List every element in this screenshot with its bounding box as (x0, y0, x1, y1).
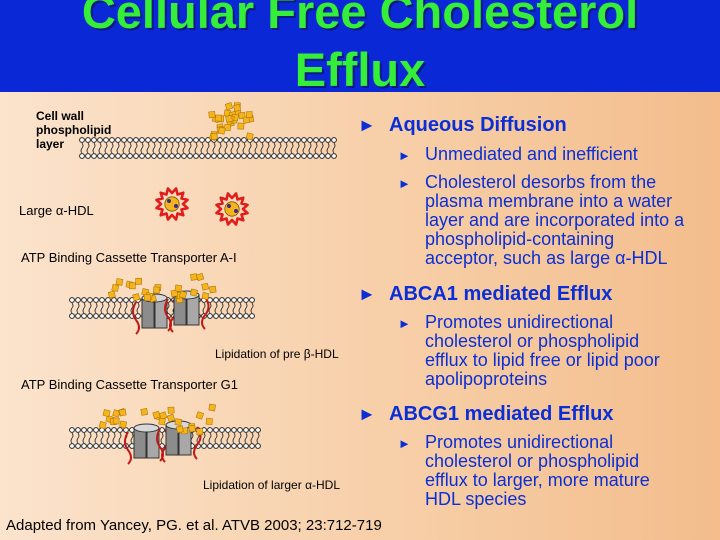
large-hdl-label: Large α-HDL (19, 203, 94, 218)
section-bullet-arrow-icon: ► (358, 404, 376, 424)
pre-beta-hdl-label: Lipidation of pre β-HDL (215, 347, 339, 361)
aqueous-bullet-2-line-1: Cholesterol desorbs from the (425, 172, 657, 192)
slide-title-line-2: Efflux (294, 43, 426, 96)
aqueous-bullet-2: Cholesterol desorbs from the plasma memb… (425, 173, 684, 268)
larger-hdl-label: Lipidation of larger α-HDL (203, 478, 341, 492)
abcg1-transporter-left (124, 423, 170, 465)
aqueous-bullet-2-line-4: phospholipid-containing (425, 229, 615, 249)
abcg1-bullet-1-line-4: HDL species (425, 489, 527, 509)
title-banner (0, 0, 720, 92)
bullet-arrow-icon: ► (398, 316, 411, 331)
cell-wall-label-line-2: phospholipid (36, 123, 112, 137)
cell-wall-label-line-1: Cell wall (36, 109, 85, 123)
abcg1-heading: ABCG1 mediated Efflux (389, 403, 614, 425)
reference-citation: Adapted from Yancey, PG. et al. ATVB 200… (6, 517, 382, 534)
abca1-heading: ABCA1 mediated Efflux (389, 283, 613, 305)
abcg1-bullet-1: Promotes unidirectional cholesterol or p… (425, 433, 650, 509)
aqueous-bullet-2-line-2: plasma membrane into a water (425, 191, 673, 211)
aqueous-bullet-1: Unmediated and inefficient (425, 145, 638, 164)
abcg1-bullet-1-line-3: efflux to larger, more mature (425, 470, 650, 490)
aqueous-diffusion-heading: Aqueous Diffusion (389, 114, 567, 136)
cholesterol-cluster-abca1 (107, 272, 217, 304)
abca1-bullet-1-line-4: apolipoproteins (425, 369, 548, 389)
slide-title-line-1: Cellular Free Cholesterol (81, 0, 639, 38)
section-bullet-arrow-icon: ► (358, 115, 376, 135)
cell-wall-label-line-3: layer (36, 137, 65, 151)
abca1-label: ATP Binding Cassette Transporter A-I (21, 250, 237, 265)
bullet-arrow-icon: ► (398, 148, 411, 163)
bullet-arrow-icon: ► (398, 176, 411, 191)
abca1-bullet-1: Promotes unidirectional cholesterol or p… (425, 313, 660, 389)
abca1-bullet-1-line-2: cholesterol or phospholipid (425, 331, 640, 351)
aqueous-bullet-2-line-3: layer and are incorporated into a (425, 210, 685, 230)
cholesterol-cluster-aqueous (208, 102, 255, 142)
large-hdl-particle-2 (215, 192, 249, 226)
abcg1-label: ATP Binding Cassette Transporter G1 (21, 377, 239, 392)
cholesterol-cluster-abcg1 (98, 403, 216, 436)
abca1-bullet-1-line-1: Promotes unidirectional (425, 312, 614, 332)
abcg1-bullet-1-line-2: cholesterol or phospholipid (425, 451, 640, 471)
abca1-bullet-1-line-3: efflux to lipid free or lipid poor (425, 350, 660, 370)
section-bullet-arrow-icon: ► (358, 284, 376, 304)
abcg1-bullet-1-line-1: Promotes unidirectional (425, 432, 614, 452)
cell-wall-membrane (79, 137, 337, 159)
cell-wall-label: Cell wall phospholipid layer (36, 109, 111, 151)
aqueous-bullet-1-line-1: Unmediated and inefficient (425, 144, 638, 164)
bullet-arrow-icon: ► (398, 436, 411, 451)
aqueous-bullet-2-line-5: acceptor, such as large α-HDL (425, 248, 668, 268)
large-hdl-particle-1 (155, 187, 189, 221)
